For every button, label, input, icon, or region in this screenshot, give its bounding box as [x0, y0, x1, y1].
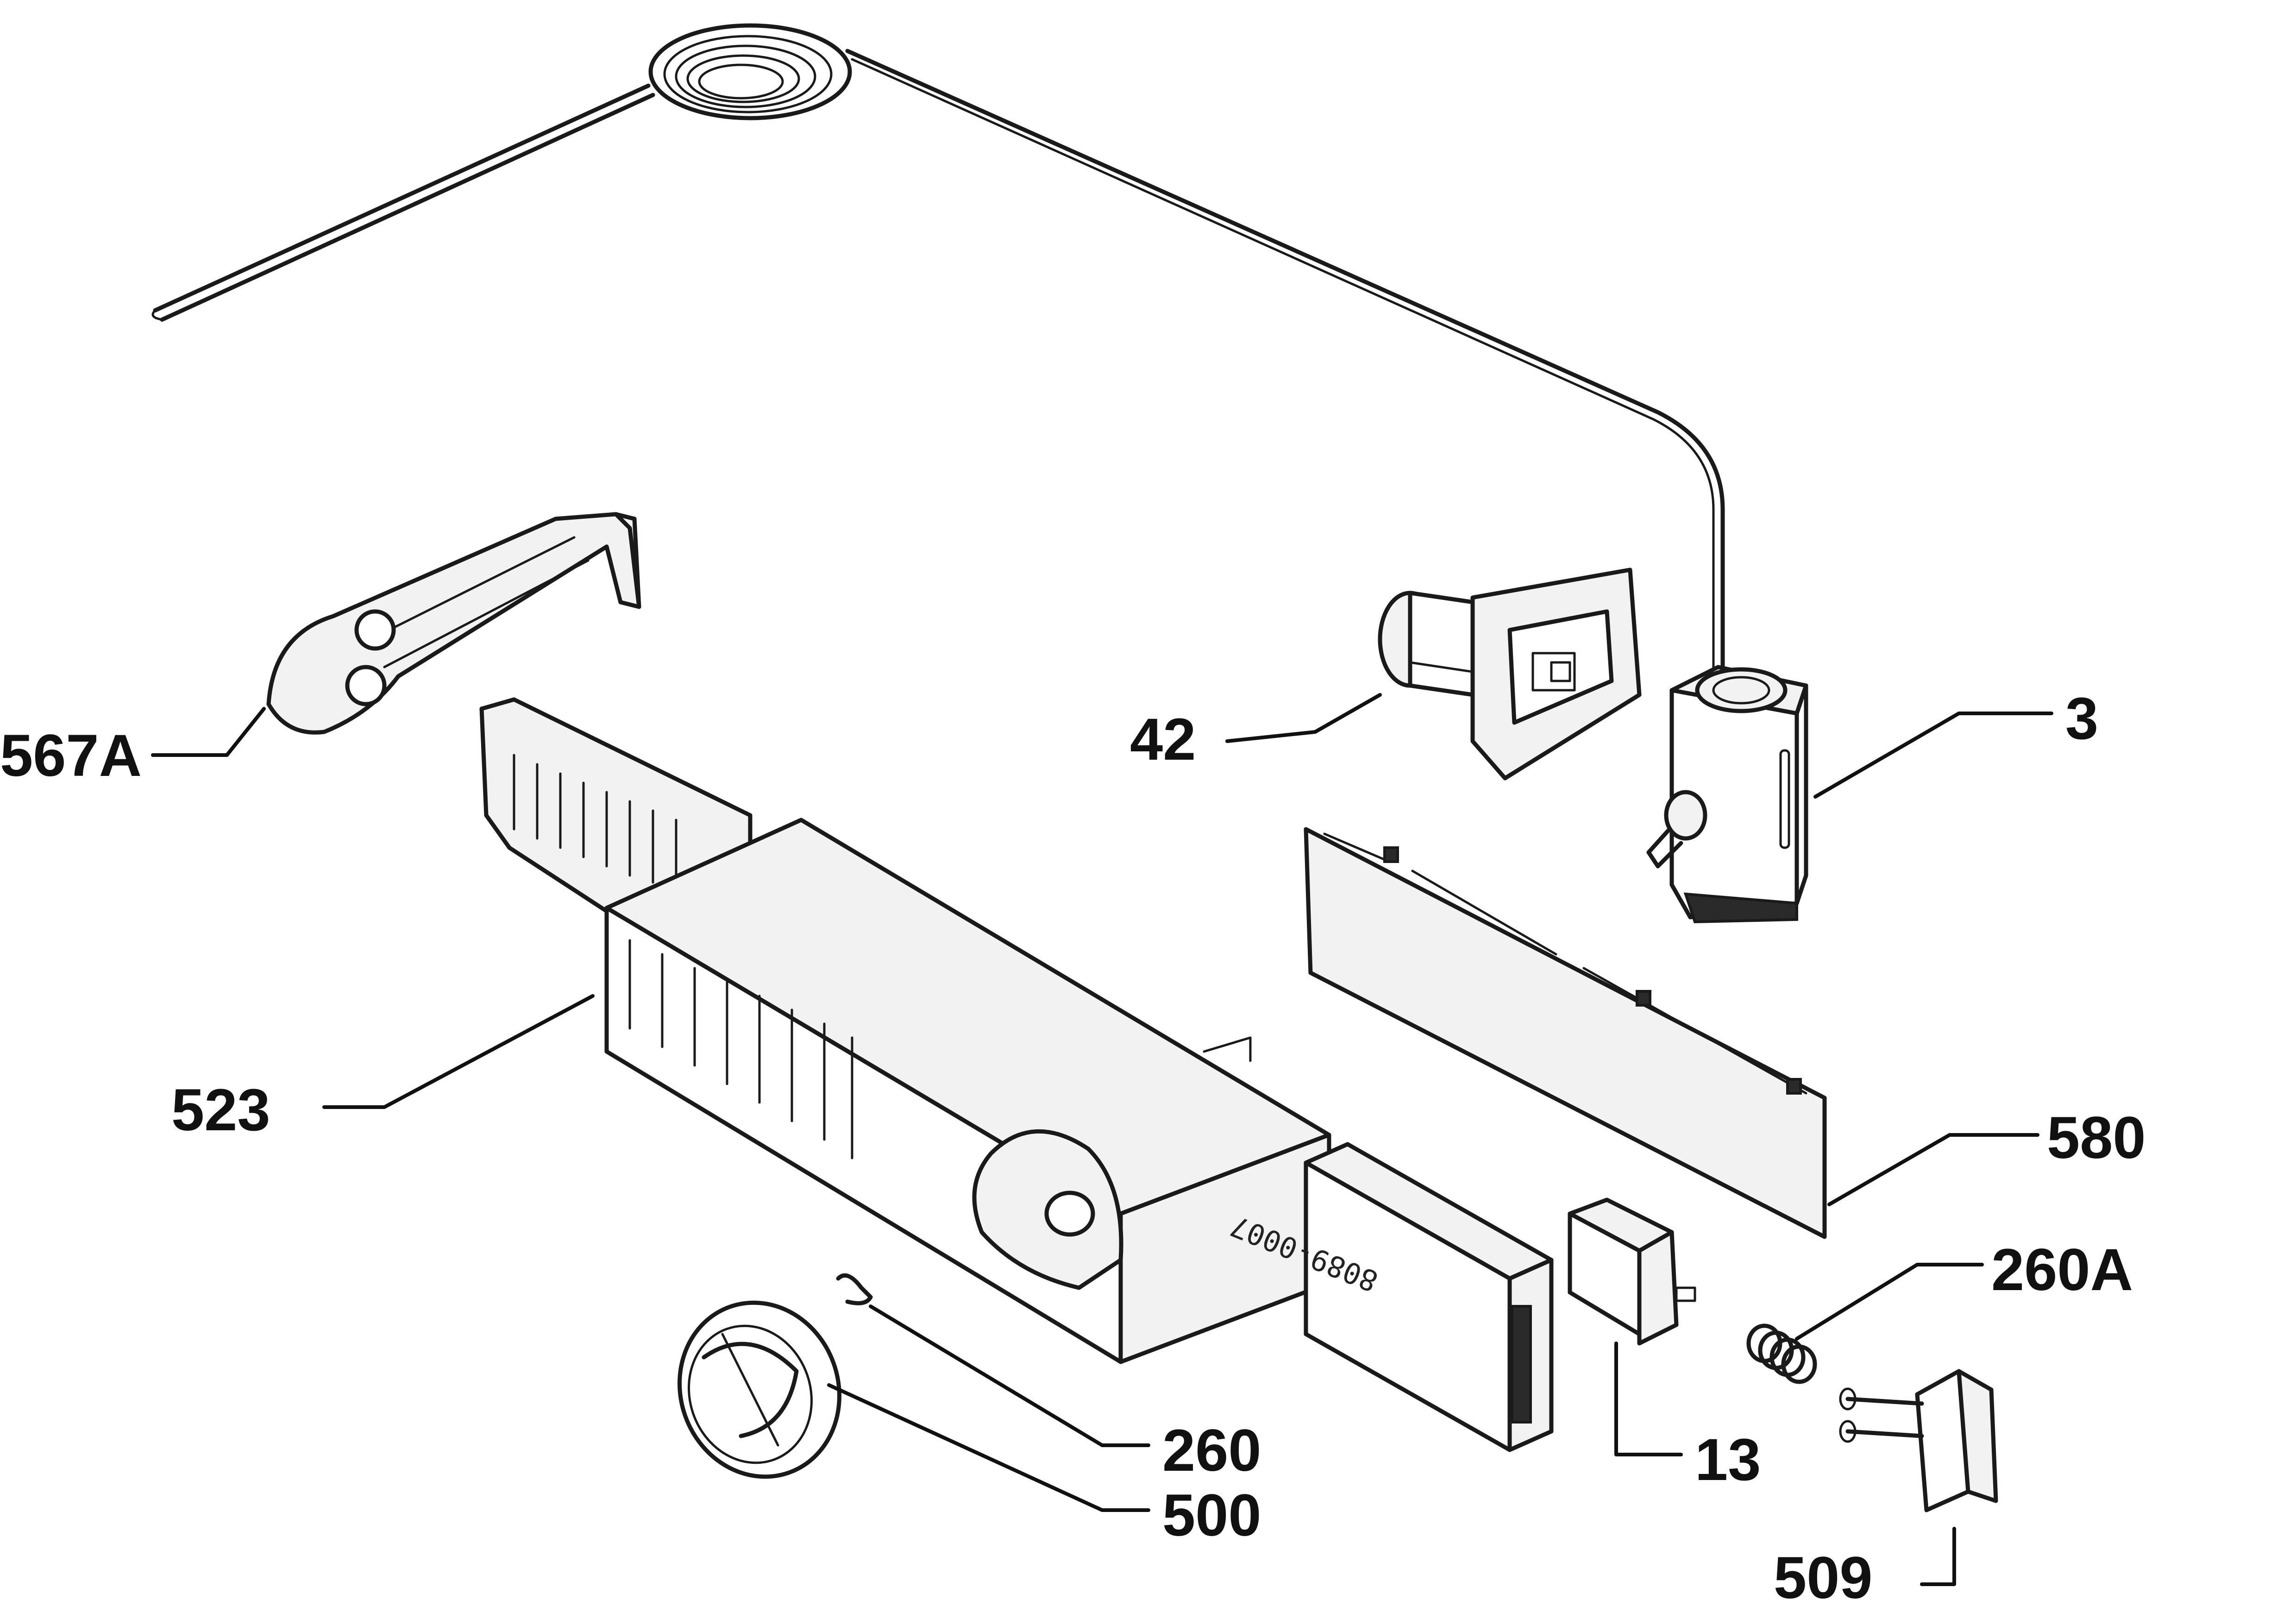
ribbed-strip — [479, 697, 753, 920]
clip-part-260 — [836, 1273, 873, 1305]
spring-part-260a — [1746, 1323, 1817, 1384]
leader-lines — [151, 693, 2053, 1586]
holder-part-509 — [1839, 1369, 1998, 1512]
callout-260a: 260A — [1991, 1237, 2133, 1303]
housing-part-523 — [604, 818, 1331, 1364]
bracket-part-567a — [266, 512, 641, 735]
pcb-part-580 — [1304, 827, 1827, 1239]
callout-523: 523 — [171, 1077, 270, 1143]
callout-567a: 567A — [0, 723, 142, 789]
callout-260: 260 — [1162, 1417, 1261, 1484]
capillary-tube — [151, 23, 1725, 688]
callout-500: 500 — [1162, 1482, 1261, 1549]
callout-13: 13 — [1695, 1427, 1761, 1493]
cover-block — [1304, 1142, 1554, 1452]
callout-509: 509 — [1774, 1545, 1873, 1600]
switch-part-13 — [1568, 1197, 1696, 1346]
lamp-holder-part-42 — [1378, 567, 1642, 781]
callout-580: 580 — [2047, 1105, 2146, 1171]
knob-part-500 — [678, 1300, 841, 1479]
thermostat-part-3 — [1646, 665, 1808, 924]
callout-3: 3 — [2065, 686, 2098, 752]
callout-42: 42 — [1130, 706, 1196, 773]
